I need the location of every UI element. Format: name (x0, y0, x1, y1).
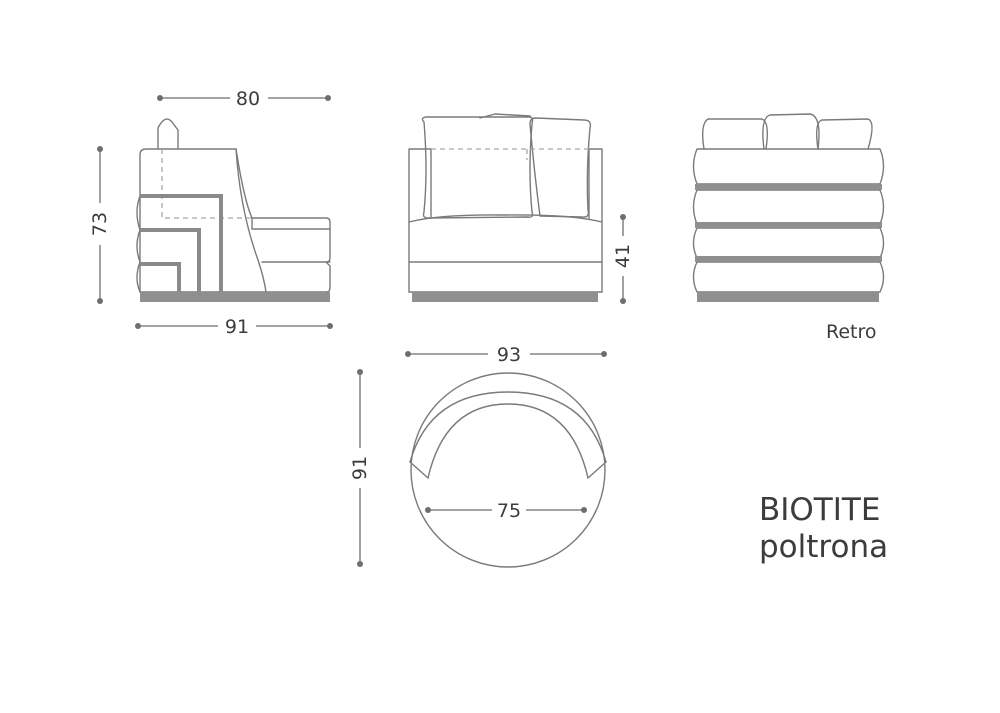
dim-side-width-label: 91 (225, 316, 249, 338)
dim-front-width-label: 93 (497, 344, 521, 366)
back-pillow-middle (762, 113, 820, 150)
dim-front-width: 93 (405, 344, 607, 366)
side-cushion-bulge (136, 195, 141, 293)
back-pillow-right (815, 118, 873, 150)
front-arm-left (408, 148, 432, 293)
back-base (697, 292, 879, 302)
top-arm-ends (409, 461, 607, 479)
front-view (408, 113, 603, 302)
dim-side-height: 73 (89, 146, 111, 304)
dim-side-height-label: 73 (89, 212, 111, 236)
side-base (140, 292, 330, 302)
side-body-outline (139, 148, 331, 293)
side-arm-step-1 (140, 194, 223, 292)
dim-side-depth-label: 80 (236, 88, 260, 110)
dim-top-inner: 75 (425, 500, 587, 522)
front-base (412, 292, 598, 302)
dim-top-inner-label: 75 (497, 500, 521, 522)
front-pillow-left (421, 116, 534, 219)
dim-side-depth: 80 (157, 88, 331, 110)
dim-side-width: 91 (135, 316, 333, 338)
side-pillow (157, 118, 179, 150)
back-stripe-2 (695, 222, 882, 228)
back-band-4 (692, 261, 885, 293)
top-inner-arc (409, 391, 607, 463)
back-stripe-1 (695, 184, 882, 190)
top-outer-circle (410, 372, 606, 568)
dim-seat-height-label: 41 (612, 244, 634, 268)
side-view (136, 118, 331, 302)
top-inner-arc-2 (427, 403, 589, 479)
dim-top-depth: 91 (349, 369, 371, 567)
side-arm-step-2 (140, 228, 201, 292)
back-stripe-3 (695, 256, 882, 262)
front-pillow-right (529, 117, 592, 218)
front-seat (408, 214, 603, 223)
back-pillow-left (701, 118, 769, 150)
back-view-label: Retro (826, 321, 877, 343)
dim-seat-height: 41 (612, 214, 634, 304)
product-name: BIOTITE (759, 492, 880, 528)
product-type: poltrona (759, 529, 888, 565)
back-band-3 (692, 227, 885, 259)
side-arm-step-3 (140, 262, 181, 292)
back-view (692, 113, 885, 302)
front-hidden-lines (431, 148, 589, 160)
back-band-1 (692, 148, 885, 185)
side-hidden-lines (161, 149, 252, 219)
front-arm-right (588, 148, 603, 293)
side-back-curve (235, 148, 267, 293)
top-view (409, 372, 607, 568)
dim-top-depth-label: 91 (349, 456, 371, 480)
back-band-2 (692, 189, 885, 225)
